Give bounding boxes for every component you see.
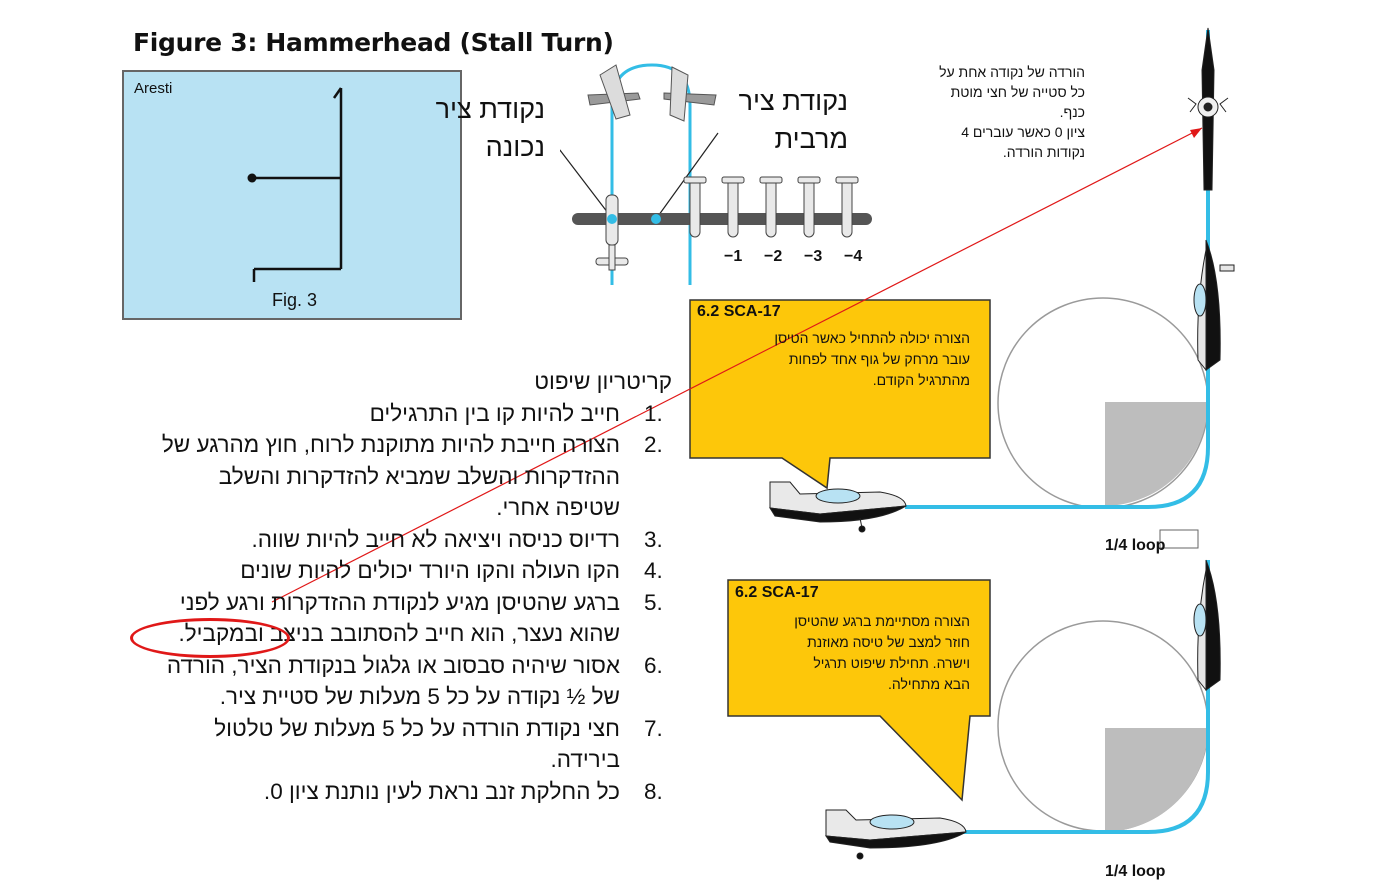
criteria-item: 8.כל החלקת זנב נראת לעין נותנת ציון 0. bbox=[263, 778, 663, 804]
judging-criteria: קריטריון שיפוט 1.חייב להיות קו בין התרגי… bbox=[100, 366, 672, 807]
criteria-item: 4.הקו העולה והקו היורד יכולים להיות שוני… bbox=[240, 558, 663, 583]
criteria-item: 7.חצי נקודת הורדה על כל 5 מעלות של טלטול… bbox=[214, 715, 663, 773]
figure-title: Figure 3: Hammerhead (Stall Turn) bbox=[133, 28, 614, 57]
criteria-item: 6.אסור שיהיה סבסוב או גלגול בנקודת הציר,… bbox=[166, 652, 663, 710]
fig-label: Fig. 3 bbox=[272, 290, 318, 310]
aresti-label: Aresti bbox=[134, 80, 173, 97]
aresti-diagram: Aresti Fig. 3 bbox=[122, 70, 462, 320]
criteria-item: 2.הצורה חייבת להיות מתוקנת לרוח, חוץ מהר… bbox=[161, 432, 663, 520]
loop-shade-lower bbox=[1105, 728, 1208, 832]
bubble-bottom-title: 6.2 SCA-17 bbox=[735, 584, 819, 601]
vertical-plane-top bbox=[1187, 27, 1229, 191]
flight-path-upper bbox=[905, 30, 1210, 509]
vertical-plane-climb-lower bbox=[1193, 559, 1221, 692]
vertical-plane-climb-upper bbox=[1193, 239, 1235, 372]
horizontal-plane-lower bbox=[825, 809, 967, 860]
deduction-note: הורדה של נקודה אחת על כל סטייה של חצי מו… bbox=[939, 64, 1085, 160]
pivot-number: −1 bbox=[724, 248, 743, 265]
pivot-dot-correct bbox=[607, 214, 617, 224]
bubble-top-text: הצורה יכולה להתחיל כאשר הטיסן עובר מרחק … bbox=[774, 330, 970, 388]
loop-shade-upper bbox=[1105, 402, 1208, 506]
criteria-item: 3.רדיוס כניסה ויציאה לא חייב להיות שווה. bbox=[251, 526, 663, 552]
pointer-line-correct bbox=[560, 149, 609, 214]
flight-path-lower bbox=[905, 560, 1210, 834]
pointer-line-max bbox=[655, 132, 719, 220]
pivot-point-diagram bbox=[560, 63, 872, 285]
label-pivot-max: נקודת ציר מרבית bbox=[738, 86, 848, 154]
pivot-dot-max bbox=[651, 214, 661, 224]
horizontal-plane-upper bbox=[769, 481, 907, 533]
wing-bar bbox=[572, 213, 872, 225]
loop-label-upper: 1/4 loop bbox=[1105, 537, 1166, 554]
aresti-symbol bbox=[247, 87, 343, 282]
pivot-number: −2 bbox=[764, 248, 783, 265]
bubble-top-shape bbox=[689, 299, 991, 490]
plane-right-apex bbox=[663, 66, 717, 122]
red-annotation-line bbox=[271, 127, 1203, 603]
criteria-list: 1.חייב להיות קו בין התרגילים 2.הצורה חיי… bbox=[100, 398, 672, 808]
label-pivot-correct: נקודת ציר נכונה bbox=[435, 94, 545, 162]
criteria-title: קריטריון שיפוט bbox=[534, 369, 672, 394]
criteria-item: 5.ברגע שהטיסן מגיע לנקודת ההזדקרות ורגע … bbox=[178, 589, 663, 647]
pivot-planes bbox=[595, 176, 859, 271]
loop-marker-upper bbox=[1159, 529, 1199, 549]
red-highlight-ellipse bbox=[130, 618, 290, 658]
red-arrow-head bbox=[1190, 128, 1202, 138]
plane-left-apex bbox=[587, 64, 641, 120]
bubble-top-title: 6.2 SCA-17 bbox=[697, 303, 781, 320]
criteria-item: 1.חייב להיות קו בין התרגילים bbox=[369, 400, 663, 426]
pivot-number: −4 bbox=[844, 248, 863, 265]
loop-label-lower: 1/4 loop bbox=[1105, 863, 1166, 880]
pivot-number: −3 bbox=[804, 248, 823, 265]
bubble-bottom-shape bbox=[727, 579, 991, 802]
bubble-bottom-text: הצורה מסתיימת ברגע שהטיסן חוזר למצב של ט… bbox=[794, 613, 970, 692]
